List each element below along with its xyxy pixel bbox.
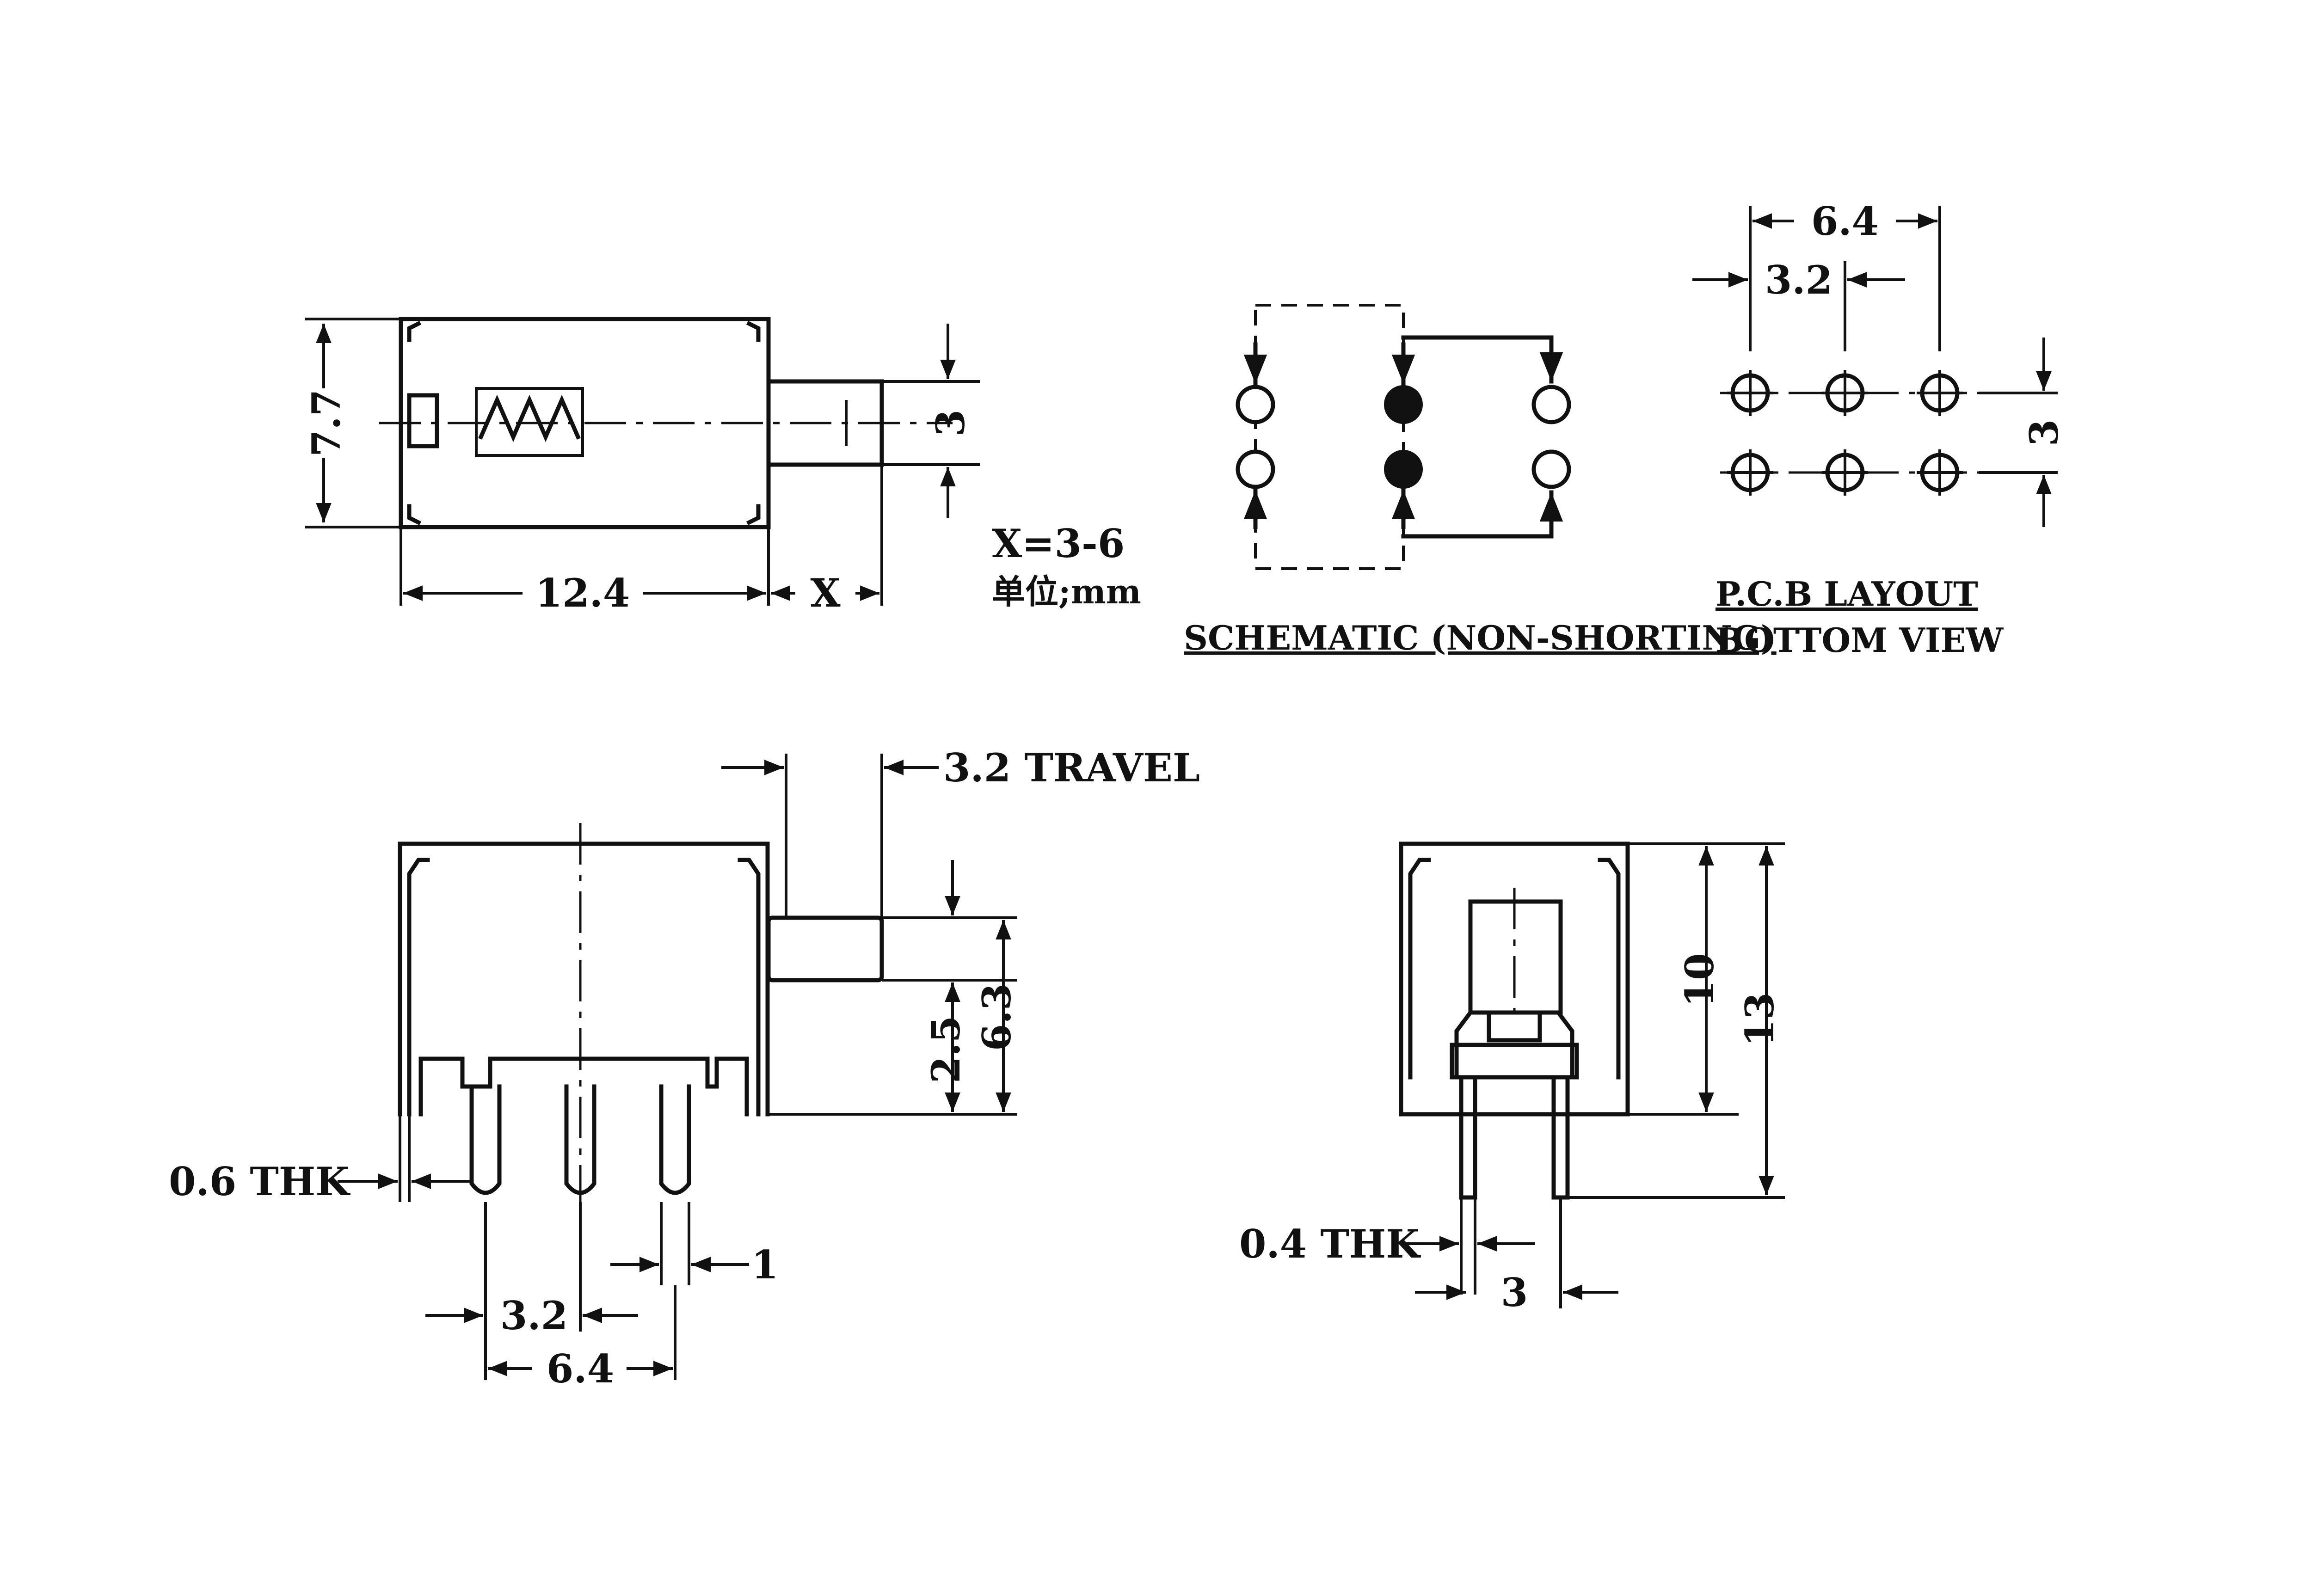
top-view: 7.7 3 12.4 X X=3-6 单位;mm: [303, 317, 1141, 616]
pin-width-label: 1: [751, 1242, 778, 1288]
end-body-inner: [1408, 858, 1431, 1080]
end-body-height-label: 10: [1677, 953, 1722, 1007]
dashed-contact-box: [1254, 304, 1405, 570]
pcb-hole-icon: [1727, 370, 1773, 416]
schematic-caption: SCHEMATIC (NON-SHORTING): [1184, 618, 1777, 657]
overall-stem-height-label: 6.3: [974, 983, 1020, 1051]
pcb-layout-title: P.C.B LAYOUT: [1716, 574, 1978, 614]
latch-block: [407, 393, 439, 448]
travel-label: 3.2 TRAVEL: [943, 745, 1200, 791]
end-overall-height-label: 13: [1737, 993, 1783, 1047]
side-view: 3.2 TRAVEL 2.5 6.3 0.6 THK 1 3.2 6.4: [169, 745, 1200, 1392]
pcb-outer-pitch-label: 6.4: [1811, 198, 1879, 244]
pin-icon: [659, 1084, 691, 1195]
end-contact-base: [1450, 1043, 1579, 1080]
closed-contact-icon: [1384, 385, 1423, 424]
unit-note: 单位;mm: [992, 572, 1141, 611]
side-body-outline: [398, 841, 770, 1117]
pin-icon: [469, 1084, 502, 1195]
end-pin-icon: [1459, 1075, 1477, 1200]
spring-icon: [478, 394, 581, 442]
side-thickness-label: 0.6 THK: [169, 1159, 350, 1204]
end-thickness-label: 0.4 THK: [1239, 1221, 1421, 1267]
end-pin-pitch-label: 3: [1501, 1270, 1528, 1315]
pcb-layout: 6.4 3.2 3 P.C.B LAYOUT BOTTOM VIEW: [1692, 198, 2067, 660]
open-contact-icon: [1531, 385, 1571, 424]
pcb-row-pitch-label: 3: [2021, 419, 2067, 446]
closed-contact-icon: [1384, 450, 1423, 489]
end-body-inner: [1598, 858, 1621, 1080]
stroke-dim-label: X: [810, 570, 841, 616]
stem-height-label: 2.5: [923, 1016, 969, 1083]
pcb-hole-icon: [1917, 370, 1963, 416]
corner-clip: [407, 504, 422, 526]
pcb-inner-pitch-label: 3.2: [1765, 257, 1832, 303]
pin-icon: [564, 1084, 596, 1195]
pcb-hole-icon: [1727, 449, 1773, 496]
pcb-hole-icon: [1917, 449, 1963, 496]
schematic: SCHEMATIC (NON-SHORTING): [1184, 304, 1777, 657]
open-contact-icon: [1531, 449, 1571, 489]
pcb-hole-icon: [1822, 370, 1868, 416]
stem-dim-label: 3: [928, 410, 973, 436]
side-plunger: [766, 915, 884, 982]
side-body-inner: [407, 858, 430, 1117]
open-contact-icon: [1236, 449, 1275, 489]
pcb-hole-icon: [1822, 449, 1868, 496]
length-dim-label: 12.4: [535, 570, 630, 616]
height-dim-label: 7.7: [303, 389, 349, 457]
side-base: [418, 1056, 749, 1117]
end-view: 10 13 0.4 THK 3: [1239, 841, 1785, 1315]
corner-clip: [746, 504, 761, 526]
end-contact: [1454, 1010, 1574, 1080]
side-inner-pitch-label: 3.2: [500, 1293, 568, 1338]
open-contact-icon: [1236, 385, 1275, 424]
side-body-inner: [738, 858, 761, 1117]
pcb-layout-subtitle: BOTTOM VIEW: [1716, 620, 2004, 660]
side-outer-pitch-label: 6.4: [547, 1346, 614, 1392]
corner-clip: [746, 320, 761, 342]
end-pin-icon: [1551, 1075, 1570, 1200]
corner-clip: [407, 320, 422, 342]
stroke-range-note: X=3-6: [992, 521, 1125, 566]
